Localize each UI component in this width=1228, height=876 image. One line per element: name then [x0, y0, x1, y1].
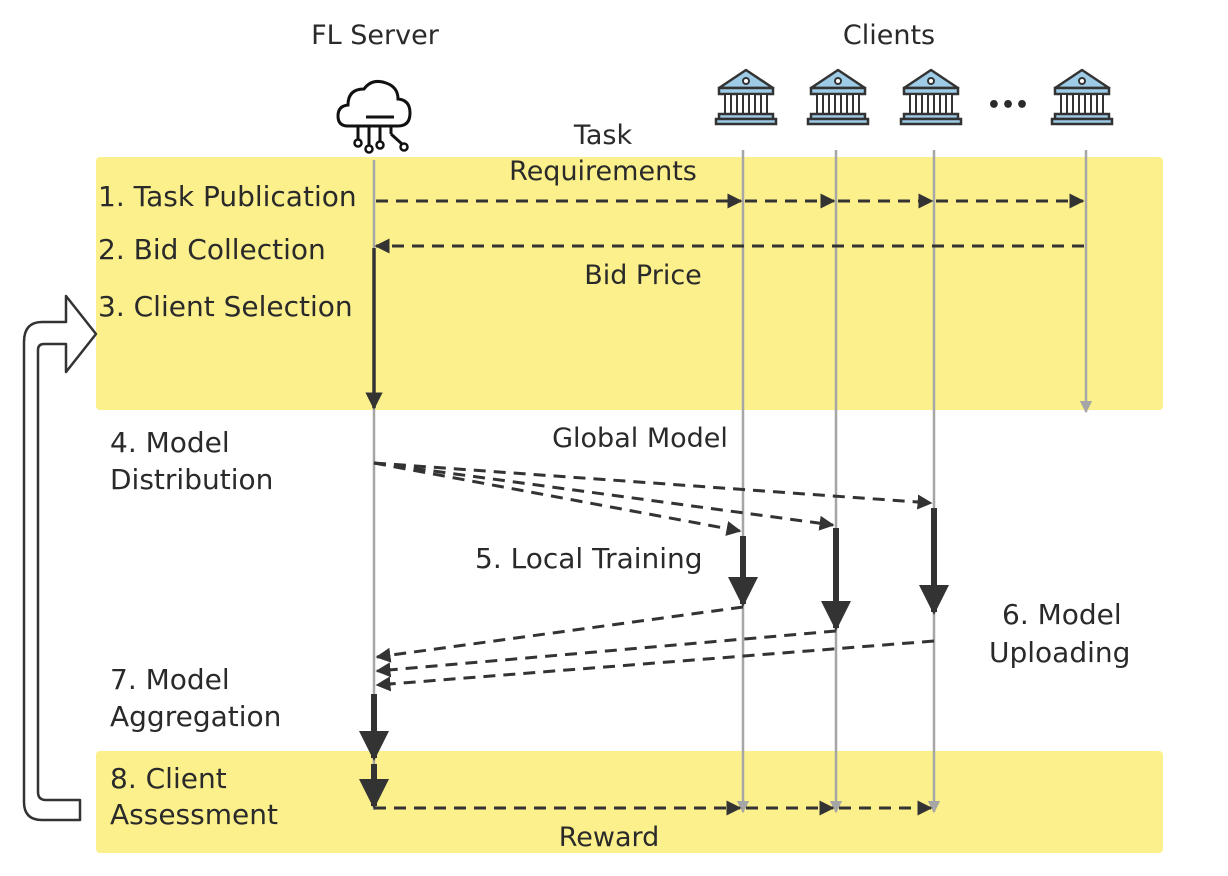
step-model-distribution-line1: 4. Model [110, 426, 230, 459]
step-model-aggregation-line1: 7. Model [110, 663, 230, 696]
bank-building-icon [1050, 68, 1114, 126]
bidding-phase-band [96, 157, 1163, 410]
step-task-publication: 1. Task Publication [98, 180, 357, 213]
step-client-assessment-line2: Assessment [110, 798, 278, 831]
clients-header: Clients [843, 20, 935, 51]
step-model-aggregation-line2: Aggregation [110, 700, 281, 733]
msg-task-line1: Task [573, 120, 633, 151]
step-model-distribution-line2: Distribution [110, 463, 273, 496]
server-header: FL Server [311, 20, 440, 51]
msg-task-line2: Requirements [509, 156, 697, 187]
step-local-training: 5. Local Training [475, 542, 703, 575]
cloud-server-icon [336, 80, 412, 154]
step-model-uploading-line1: 6. Model [1002, 598, 1122, 631]
msg-bid-price: Bid Price [584, 260, 702, 291]
bank-building-icon [714, 68, 778, 126]
msg-global-model: Global Model [552, 423, 728, 454]
assessment-phase-band [96, 751, 1163, 853]
bank-building-icon [806, 68, 870, 126]
msg-reward: Reward [559, 822, 660, 853]
bank-building-icon [899, 68, 963, 126]
loop-arrow-icon [22, 294, 98, 822]
step-model-uploading-line2: Uploading [989, 636, 1130, 669]
model-distribution-arrows [373, 461, 933, 536]
step-client-assessment-line1: 8. Client [110, 762, 227, 795]
model-uploading-arrows [375, 605, 935, 692]
local-training-arrows [728, 508, 949, 631]
step-client-selection: 3. Client Selection [98, 290, 353, 323]
step-bid-collection: 2. Bid Collection [98, 233, 326, 266]
more-clients-ellipsis: ••• [987, 93, 1029, 118]
